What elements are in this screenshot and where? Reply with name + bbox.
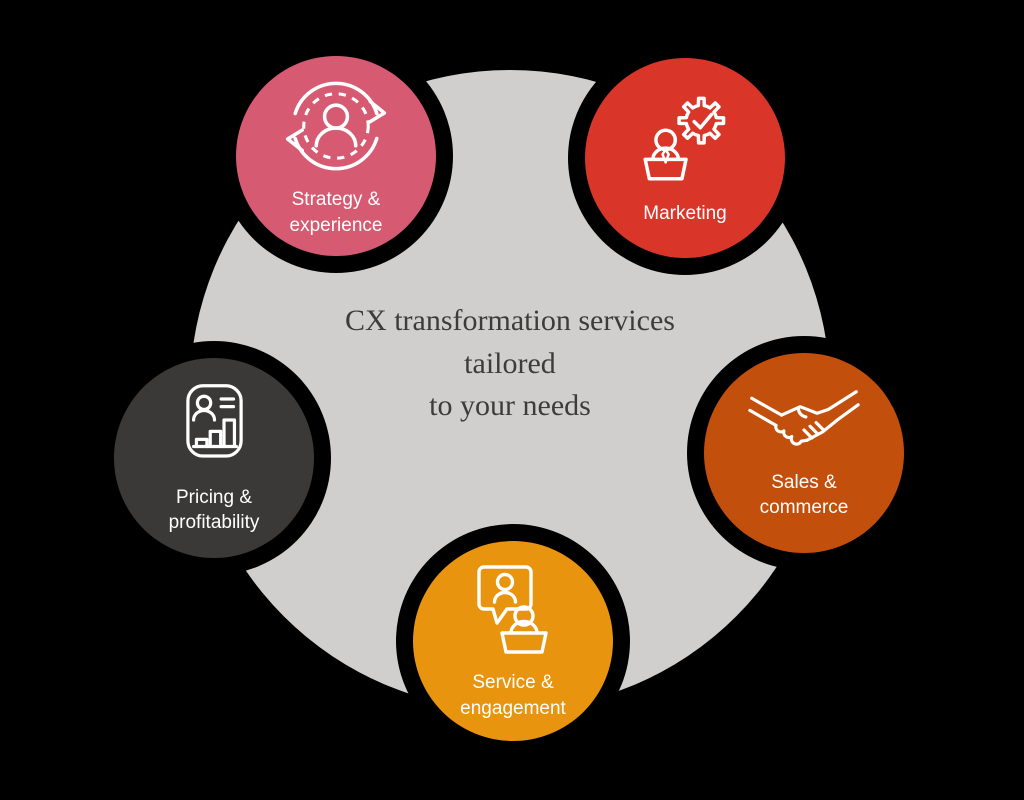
presenter-gear-check-icon [634, 90, 736, 192]
chat-bubble-support-icon [463, 561, 563, 661]
node-strategy-experience: Strategy & experience [236, 56, 436, 256]
profile-bar-chart-card-icon [167, 381, 262, 476]
node-label: Sales & commerce [759, 471, 849, 518]
node-service-engagement: Service & engagement [413, 541, 613, 741]
node-sales-commerce: Sales & commerce [704, 353, 904, 553]
node-pricing-profitability: Pricing & profitability [114, 358, 314, 558]
diagram-title: CX transformation services tailored to y… [345, 304, 675, 423]
node-label: Service & engagement [460, 672, 566, 719]
node-label: Marketing [643, 202, 727, 224]
handshake-icon [748, 386, 860, 461]
person-renewal-cycle-icon [284, 74, 388, 178]
node-label: Strategy & experience [289, 189, 383, 236]
node-marketing: Marketing [585, 58, 785, 258]
node-label: Pricing & profitability [168, 486, 260, 533]
